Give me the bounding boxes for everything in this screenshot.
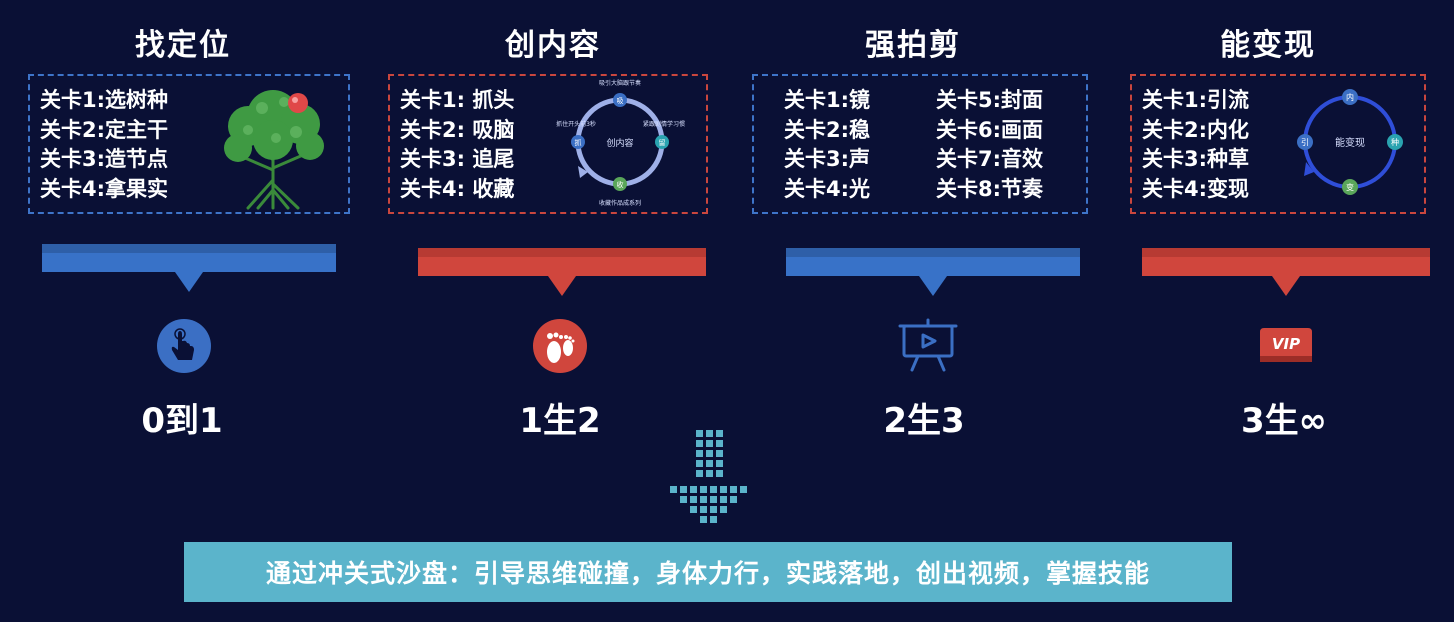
video-board-icon [898, 318, 958, 372]
stage-label: 3生∞ [1241, 401, 1327, 441]
pointer-triangle [175, 272, 203, 292]
stage-label: 0到1 [141, 401, 223, 441]
band-monetize [1142, 248, 1430, 296]
levels-list: 关卡1:选树种 关卡2:定主干 关卡3:造节点 关卡4:拿果实 [40, 86, 168, 204]
level-item: 关卡1:引流 [1142, 88, 1250, 112]
level-item: 关卡7:音效 [936, 147, 1044, 171]
band-content [418, 248, 706, 296]
column-title-monetize: 能变现 [1220, 28, 1316, 63]
summary-banner: 通过冲关式沙盘：引导思维碰撞，身体力行，实践落地，创出视频，掌握技能 [184, 542, 1232, 602]
levels-list: 关卡1: 抓头 关卡2: 吸脑 关卡3: 追尾 关卡4: 收藏 [400, 86, 514, 204]
level-item: 关卡4: 收藏 [400, 176, 515, 201]
diagram-center-label: 能变现 [1335, 136, 1365, 149]
band-shooting [786, 248, 1080, 296]
diagram-label: 紧跟剧情学习惯 [643, 120, 685, 128]
diagram-node: 吸 [617, 97, 624, 105]
diagram-node: 引 [1301, 138, 1309, 147]
band-positioning [42, 244, 336, 292]
diagram-center-label: 创内容 [606, 137, 633, 149]
diagram-label: 收藏作品成系列 [599, 199, 641, 207]
pointer-triangle [548, 276, 576, 296]
diagram-node: 变 [1346, 182, 1354, 192]
levels-box-monetize: 关卡1:引流 关卡2:内化 关卡3:种草 关卡4:变现 能变现 内 种 变 引 [1130, 74, 1426, 214]
levels-box-content: 关卡1: 抓头 关卡2: 吸脑 关卡3: 追尾 关卡4: 收藏 创内容 吸 留 … [388, 74, 708, 214]
column-title-content: 创内容 [505, 28, 601, 63]
levels-box-shooting: 关卡1:镜 关卡5:封面 关卡2:稳 关卡6:画面 关卡3:声 关卡7:音效 关… [752, 74, 1088, 214]
monetize-cycle-diagram: 能变现 内 种 变 引 [1297, 89, 1403, 195]
levels-list: 关卡1:引流 关卡2:内化 关卡3:种草 关卡4:变现 [1142, 86, 1249, 204]
level-item: 关卡3:声 [784, 147, 871, 171]
footprint-icon [533, 319, 587, 373]
diagram-label: 抓住开头前3秒 [556, 120, 596, 128]
level-item: 关卡1:选树种 [40, 88, 169, 112]
summary-text: 通过冲关式沙盘：引导思维碰撞，身体力行，实践落地，创出视频，掌握技能 [265, 559, 1150, 588]
pointer-triangle [919, 276, 947, 296]
level-item: 关卡2:定主干 [40, 117, 169, 142]
stage-label: 2生3 [883, 401, 965, 441]
diagram-node: 抓 [575, 138, 582, 147]
column-title-shooting: 强拍剪 [865, 28, 961, 63]
level-item: 关卡4:光 [784, 176, 871, 201]
diagram-node: 种 [1391, 137, 1399, 147]
diagram-node: 内 [1346, 92, 1354, 102]
level-item: 关卡6:画面 [936, 117, 1044, 142]
diagram-node: 留 [659, 138, 666, 147]
level-item: 关卡8:节奏 [936, 176, 1044, 201]
level-item: 关卡3: 追尾 [400, 147, 515, 171]
column-title-positioning: 找定位 [135, 28, 231, 63]
tree-icon [224, 90, 324, 210]
level-item: 关卡1:镜 [784, 88, 871, 112]
diagram-node: 收 [617, 180, 624, 189]
level-item: 关卡5:封面 [936, 88, 1044, 112]
pointer-triangle [1272, 276, 1300, 296]
vip-icon: VIP [1260, 328, 1312, 362]
level-item: 关卡2:稳 [784, 117, 871, 142]
level-item: 关卡4:变现 [1142, 176, 1250, 201]
level-item: 关卡3:种草 [1142, 147, 1250, 171]
level-item: 关卡3:造节点 [40, 147, 169, 171]
stage-label: 1生2 [519, 401, 601, 441]
level-item: 关卡4:拿果实 [40, 176, 169, 201]
level-item: 关卡1: 抓头 [400, 88, 515, 112]
levels-list: 关卡1:镜 关卡5:封面 关卡2:稳 关卡6:画面 关卡3:声 关卡7:音效 关… [784, 86, 1096, 204]
content-cycle-diagram: 创内容 吸 留 收 抓 吸引大脑跟节奏 紧跟剧情学习惯 收藏作品成系列 抓住开头… [556, 79, 685, 207]
level-item: 关卡2: 吸脑 [400, 117, 515, 142]
svg-text:VIP: VIP [1272, 335, 1300, 353]
touch-hand-icon [157, 319, 211, 373]
levels-box-positioning: 关卡1:选树种 关卡2:定主干 关卡3:造节点 关卡4:拿果实 [28, 74, 350, 214]
level-item: 关卡2:内化 [1142, 117, 1250, 142]
down-arrow-icon [670, 430, 747, 523]
diagram-label: 吸引大脑跟节奏 [599, 79, 641, 87]
